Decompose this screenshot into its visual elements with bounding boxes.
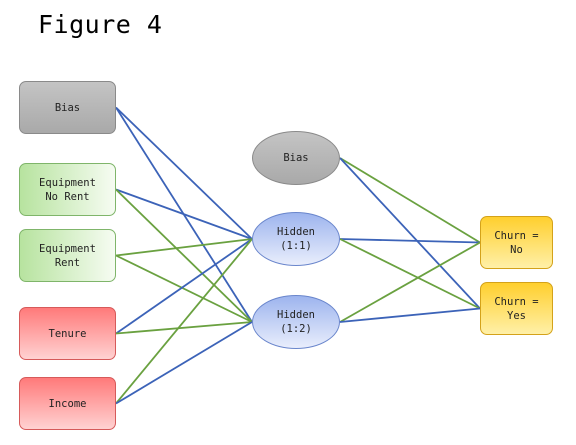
edge-hidden-bias-to-churn-yes xyxy=(339,157,481,310)
edge-hidden-bias-to-churn-no xyxy=(339,157,481,244)
edge-bias-to-hidden-1-1 xyxy=(115,106,253,240)
edge-income-to-hidden-1-2 xyxy=(115,321,253,405)
figure-title: Figure 4 xyxy=(38,10,163,39)
edge-hidden-1-1-to-churn-yes xyxy=(339,238,481,310)
edge-equipment-rent-to-hidden-1-1 xyxy=(115,238,253,257)
hidden-node-1-1: Hidden (1:1) xyxy=(252,212,340,266)
input-node-equipment-rent: Equipment Rent xyxy=(19,229,116,282)
input-node-income: Income xyxy=(19,377,116,430)
edge-hidden-1-2-to-churn-yes xyxy=(339,307,481,323)
hidden-node-bias: Bias xyxy=(252,131,340,185)
input-node-tenure: Tenure xyxy=(19,307,116,360)
edge-equipment-no-rent-to-hidden-1-2 xyxy=(115,188,253,323)
edge-hidden-1-1-to-churn-no xyxy=(339,238,481,244)
output-node-churn-yes: Churn = Yes xyxy=(480,282,553,335)
input-node-bias: Bias xyxy=(19,81,116,134)
hidden-node-1-2: Hidden (1:2) xyxy=(252,295,340,349)
edge-hidden-1-2-to-churn-no xyxy=(339,241,481,323)
output-node-churn-no: Churn = No xyxy=(480,216,553,269)
edge-equipment-rent-to-hidden-1-2 xyxy=(115,254,253,323)
edge-income-to-hidden-1-1 xyxy=(115,238,253,405)
edge-tenure-to-hidden-1-2 xyxy=(115,321,253,335)
edge-tenure-to-hidden-1-1 xyxy=(115,238,253,335)
edge-equipment-no-rent-to-hidden-1-1 xyxy=(115,188,253,240)
input-node-equipment-no-rent: Equipment No Rent xyxy=(19,163,116,216)
